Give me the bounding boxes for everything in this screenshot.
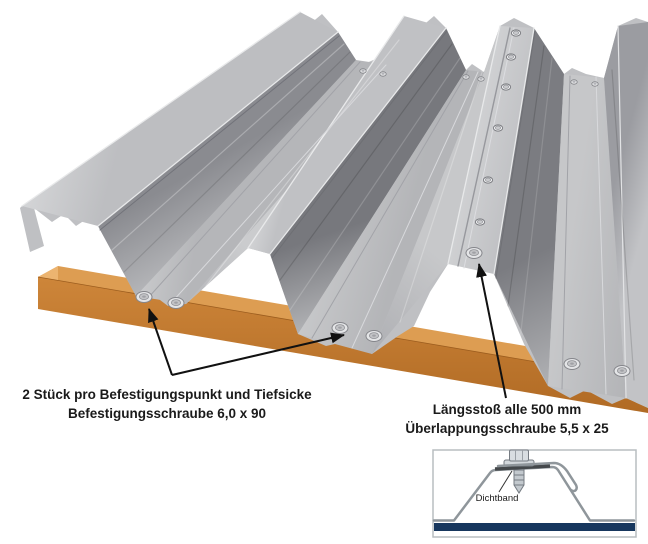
fastening-arrow-left [148,308,173,376]
dichtband-pointer [498,470,513,493]
far-screw [591,81,599,87]
dichtband-label: Dichtband [475,493,519,504]
seam-label-line2: Überlappungsschraube 5,5 x 25 [405,421,609,436]
valley-screw [331,322,349,334]
sheet-facet-ribA-right [270,28,466,334]
valley-screw [563,358,581,370]
far-screw [477,76,485,82]
valley-screw [167,297,185,309]
valley-screw [365,330,383,342]
far-screw [359,68,367,74]
sheet-facet-seam-right [494,28,564,386]
seam-screw [510,29,522,37]
substrate-bar [434,523,635,531]
valley-screw [135,291,153,303]
fastening-arrow-right [171,332,345,376]
fastening-label-line1: 2 Stück pro Befestigungspunkt und Tiefsi… [22,387,312,402]
far-screw [379,71,387,77]
valley-screw [613,365,631,377]
sheet-facet-crest-left [22,12,338,226]
far-screw [462,74,470,80]
sheet-facet-valley1 [136,60,396,304]
seam-screw [492,124,504,132]
seam-label: Längsstoß alle 500 mm Überlappungsschrau… [392,400,622,438]
seam-screw [482,176,494,184]
sheet-facet-face-left [98,32,356,296]
sheet-facet-rib-right [604,22,648,408]
fastening-label-line2: Befestigungsschraube 6,0 x 90 [67,406,267,421]
detail-inset [432,449,637,538]
annotation-arrows [148,263,507,399]
seam-screw [474,218,486,226]
seam-label-line1: Längsstoß alle 500 mm [432,402,582,417]
seam-screw [500,83,512,91]
far-screw [570,79,578,85]
seam-screw [505,53,517,61]
overlap-screw [513,464,525,494]
overlap-seam-groove [457,27,511,267]
seam-arrow [476,263,507,399]
trapezoidal-sheet [20,11,648,408]
overlap-sheet-edge [496,461,578,493]
sheet-edge-highlights [21,11,635,399]
seam-screw [465,247,483,259]
sheet-facet-ribA-crest [248,16,446,254]
sealing-tape [494,464,551,471]
fastening-label: 2 Stück pro Befestigungspunkt und Tiefsi… [6,385,328,423]
